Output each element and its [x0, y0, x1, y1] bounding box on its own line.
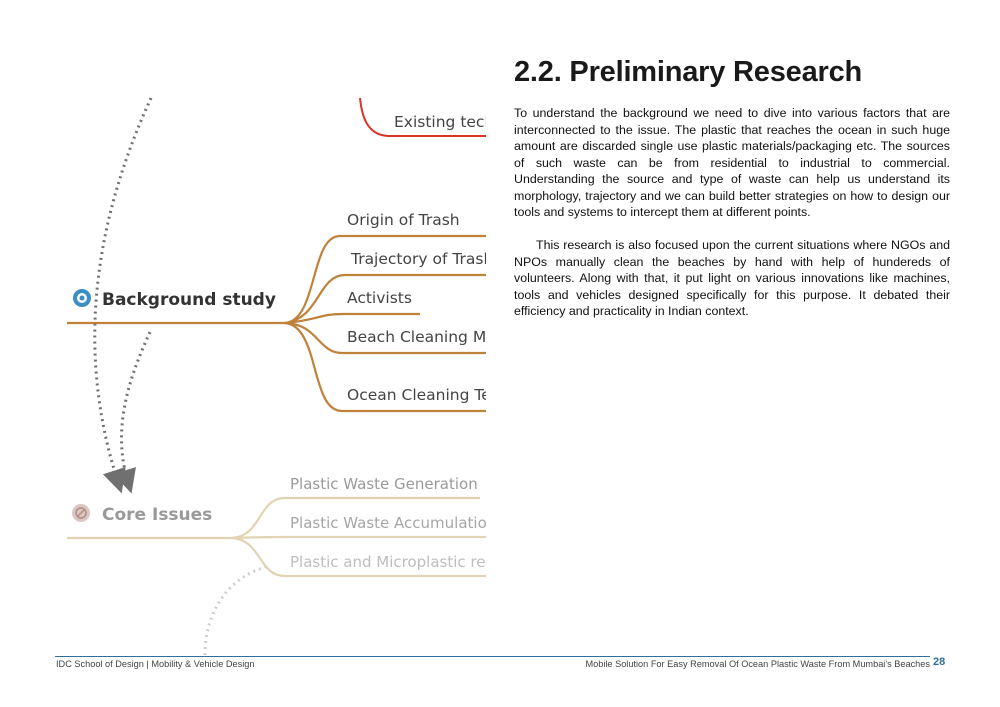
existing-tech-label: Existing tech [394, 113, 494, 131]
existing-tech-branch [359, 97, 486, 137]
no-entry-icon-ring [75, 507, 87, 519]
dotted-arrow-faint [203, 564, 271, 656]
mind-map: Existing tech Background study Origin of… [67, 97, 500, 656]
footer-rule [55, 656, 930, 657]
background-study-label: Background study [102, 290, 276, 310]
core-issues-label: Core Issues [102, 505, 212, 525]
body-paragraph-2: This research is also focused upon the c… [514, 238, 950, 318]
background-study-branches [67, 234, 486, 413]
child-trajectory-of-trash: Trajectory of Trash [350, 250, 493, 268]
child-activists: Activists [347, 289, 412, 307]
body-paragraph-1: To understand the background we need to … [514, 106, 950, 219]
child-origin-of-trash: Origin of Trash [347, 211, 460, 229]
child-beach-cleaning: Beach Cleaning Ma [347, 328, 496, 346]
dotted-arrow-short [113, 331, 152, 494]
no-entry-icon-slash [76, 508, 86, 518]
target-icon-center [79, 295, 85, 301]
footer-left-text: IDC School of Design | Mobility & Vehicl… [56, 659, 255, 669]
child-plastic-microplastic: Plastic and Microplastic rem [290, 553, 500, 571]
core-issues-branches [67, 496, 486, 578]
child-ocean-cleaning: Ocean Cleaning Tec [347, 386, 499, 404]
child-plastic-waste-generation: Plastic Waste Generation [290, 475, 478, 493]
footer-right-text: Mobile Solution For Easy Removal Of Ocea… [585, 659, 930, 669]
page-title: 2.2. Preliminary Research [514, 56, 863, 88]
page-number: 28 [933, 656, 946, 668]
child-plastic-waste-accumulation: Plastic Waste Accumulatio [290, 514, 487, 532]
